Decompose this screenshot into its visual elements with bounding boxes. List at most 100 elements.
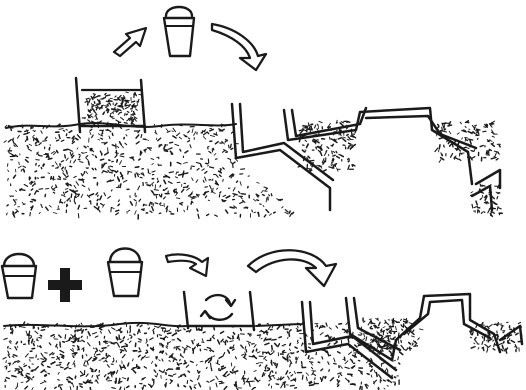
soil-speck: [496, 195, 499, 200]
soil-speck: [308, 383, 315, 387]
soil-speck: [11, 138, 15, 144]
soil-speck: [301, 128, 307, 132]
soil-speck: [286, 330, 289, 334]
soil-speck: [367, 320, 371, 326]
soil-speck: [347, 158, 350, 163]
soil-speck: [278, 336, 283, 339]
soil-speck: [406, 331, 410, 336]
soil-speck: [466, 147, 470, 150]
soil-speck: [69, 385, 72, 390]
soil-speck: [460, 141, 465, 144]
soil-speck: [22, 321, 26, 326]
soil-speck: [233, 370, 239, 374]
soil-speck: [104, 94, 107, 98]
soil-speck: [347, 145, 351, 150]
soil-speck: [165, 208, 168, 213]
soil-speck: [84, 360, 88, 362]
soil-speck: [96, 103, 98, 107]
soil-speck: [103, 151, 110, 156]
soil-speck: [395, 325, 397, 331]
soil-speck: [268, 371, 272, 376]
soil-speck: [168, 141, 174, 144]
soil-speck: [98, 209, 101, 213]
soil-speck: [471, 203, 474, 209]
soil-speck: [30, 338, 34, 344]
soil-speck: [222, 374, 227, 378]
soil-speck: [127, 171, 129, 175]
soil-speck: [220, 338, 224, 343]
soil-speck: [176, 324, 181, 329]
soil-speck: [448, 130, 452, 135]
soil-speck: [319, 332, 324, 336]
soil-speck: [4, 365, 8, 368]
soil-speck: [229, 340, 234, 343]
soil-speck: [130, 120, 135, 124]
soil-speck: [33, 340, 36, 343]
soil-speck: [475, 323, 479, 329]
soil-speck: [218, 355, 223, 359]
soil-speck: [166, 332, 172, 335]
soil-speck: [98, 106, 101, 110]
soil-speck: [304, 139, 308, 142]
soil-speck: [129, 200, 134, 206]
soil-speck: [473, 126, 476, 131]
soil-speck: [132, 358, 134, 362]
soil-speck: [240, 168, 246, 170]
soil-speck: [254, 376, 256, 380]
soil-speck: [133, 199, 137, 202]
soil-speck: [332, 158, 335, 163]
soil-speck: [66, 182, 70, 185]
soil-speck: [408, 341, 412, 345]
soil-speck: [232, 173, 235, 177]
soil-speck: [77, 194, 80, 198]
soil-speck: [24, 137, 28, 143]
soil-speck: [149, 210, 153, 214]
soil-speck: [379, 345, 382, 348]
soil-speck: [87, 356, 93, 361]
soil-speck: [57, 371, 60, 375]
soil-speck: [79, 370, 84, 375]
soil-speck: [204, 195, 208, 199]
soil-speck: [171, 332, 177, 337]
soil-speck: [40, 328, 46, 332]
soil-speck: [199, 360, 204, 363]
soil-speck: [389, 330, 392, 334]
soil-speck: [62, 191, 66, 196]
soil-speck: [17, 360, 21, 364]
soil-speck: [34, 190, 38, 195]
soil-speck: [68, 376, 74, 381]
soil-speck: [308, 380, 312, 384]
soil-speck: [70, 327, 73, 329]
soil-speck: [275, 363, 279, 369]
soil-speck: [298, 137, 301, 143]
soil-speck: [13, 203, 17, 206]
soil-speck: [105, 106, 110, 111]
soil-speck: [185, 330, 190, 333]
soil-speck: [91, 134, 94, 139]
soil-speck: [93, 351, 97, 356]
soil-speck: [351, 129, 354, 132]
soil-speck: [318, 325, 322, 330]
soil-speck: [206, 165, 209, 167]
soil-speck: [227, 144, 230, 149]
soil-speck: [29, 211, 31, 217]
soil-speck: [7, 370, 11, 373]
top-panel: [3, 5, 503, 220]
soil-speck: [51, 185, 53, 188]
soil-speck: [176, 161, 182, 165]
soil-speck: [305, 376, 308, 382]
soil-speck: [110, 374, 113, 378]
soil-speck: [307, 355, 310, 360]
soil-speck: [268, 194, 271, 197]
soil-speck: [191, 128, 194, 134]
soil-speck: [151, 205, 155, 212]
soil-speck: [334, 163, 337, 168]
soil-speck: [239, 327, 243, 332]
soil-speck: [86, 145, 90, 148]
soil-speck: [476, 129, 480, 135]
soil-speck: [213, 326, 216, 331]
soil-speck: [471, 156, 476, 159]
soil-speck: [232, 193, 237, 198]
soil-speck: [166, 345, 169, 348]
soil-speck: [41, 360, 47, 363]
